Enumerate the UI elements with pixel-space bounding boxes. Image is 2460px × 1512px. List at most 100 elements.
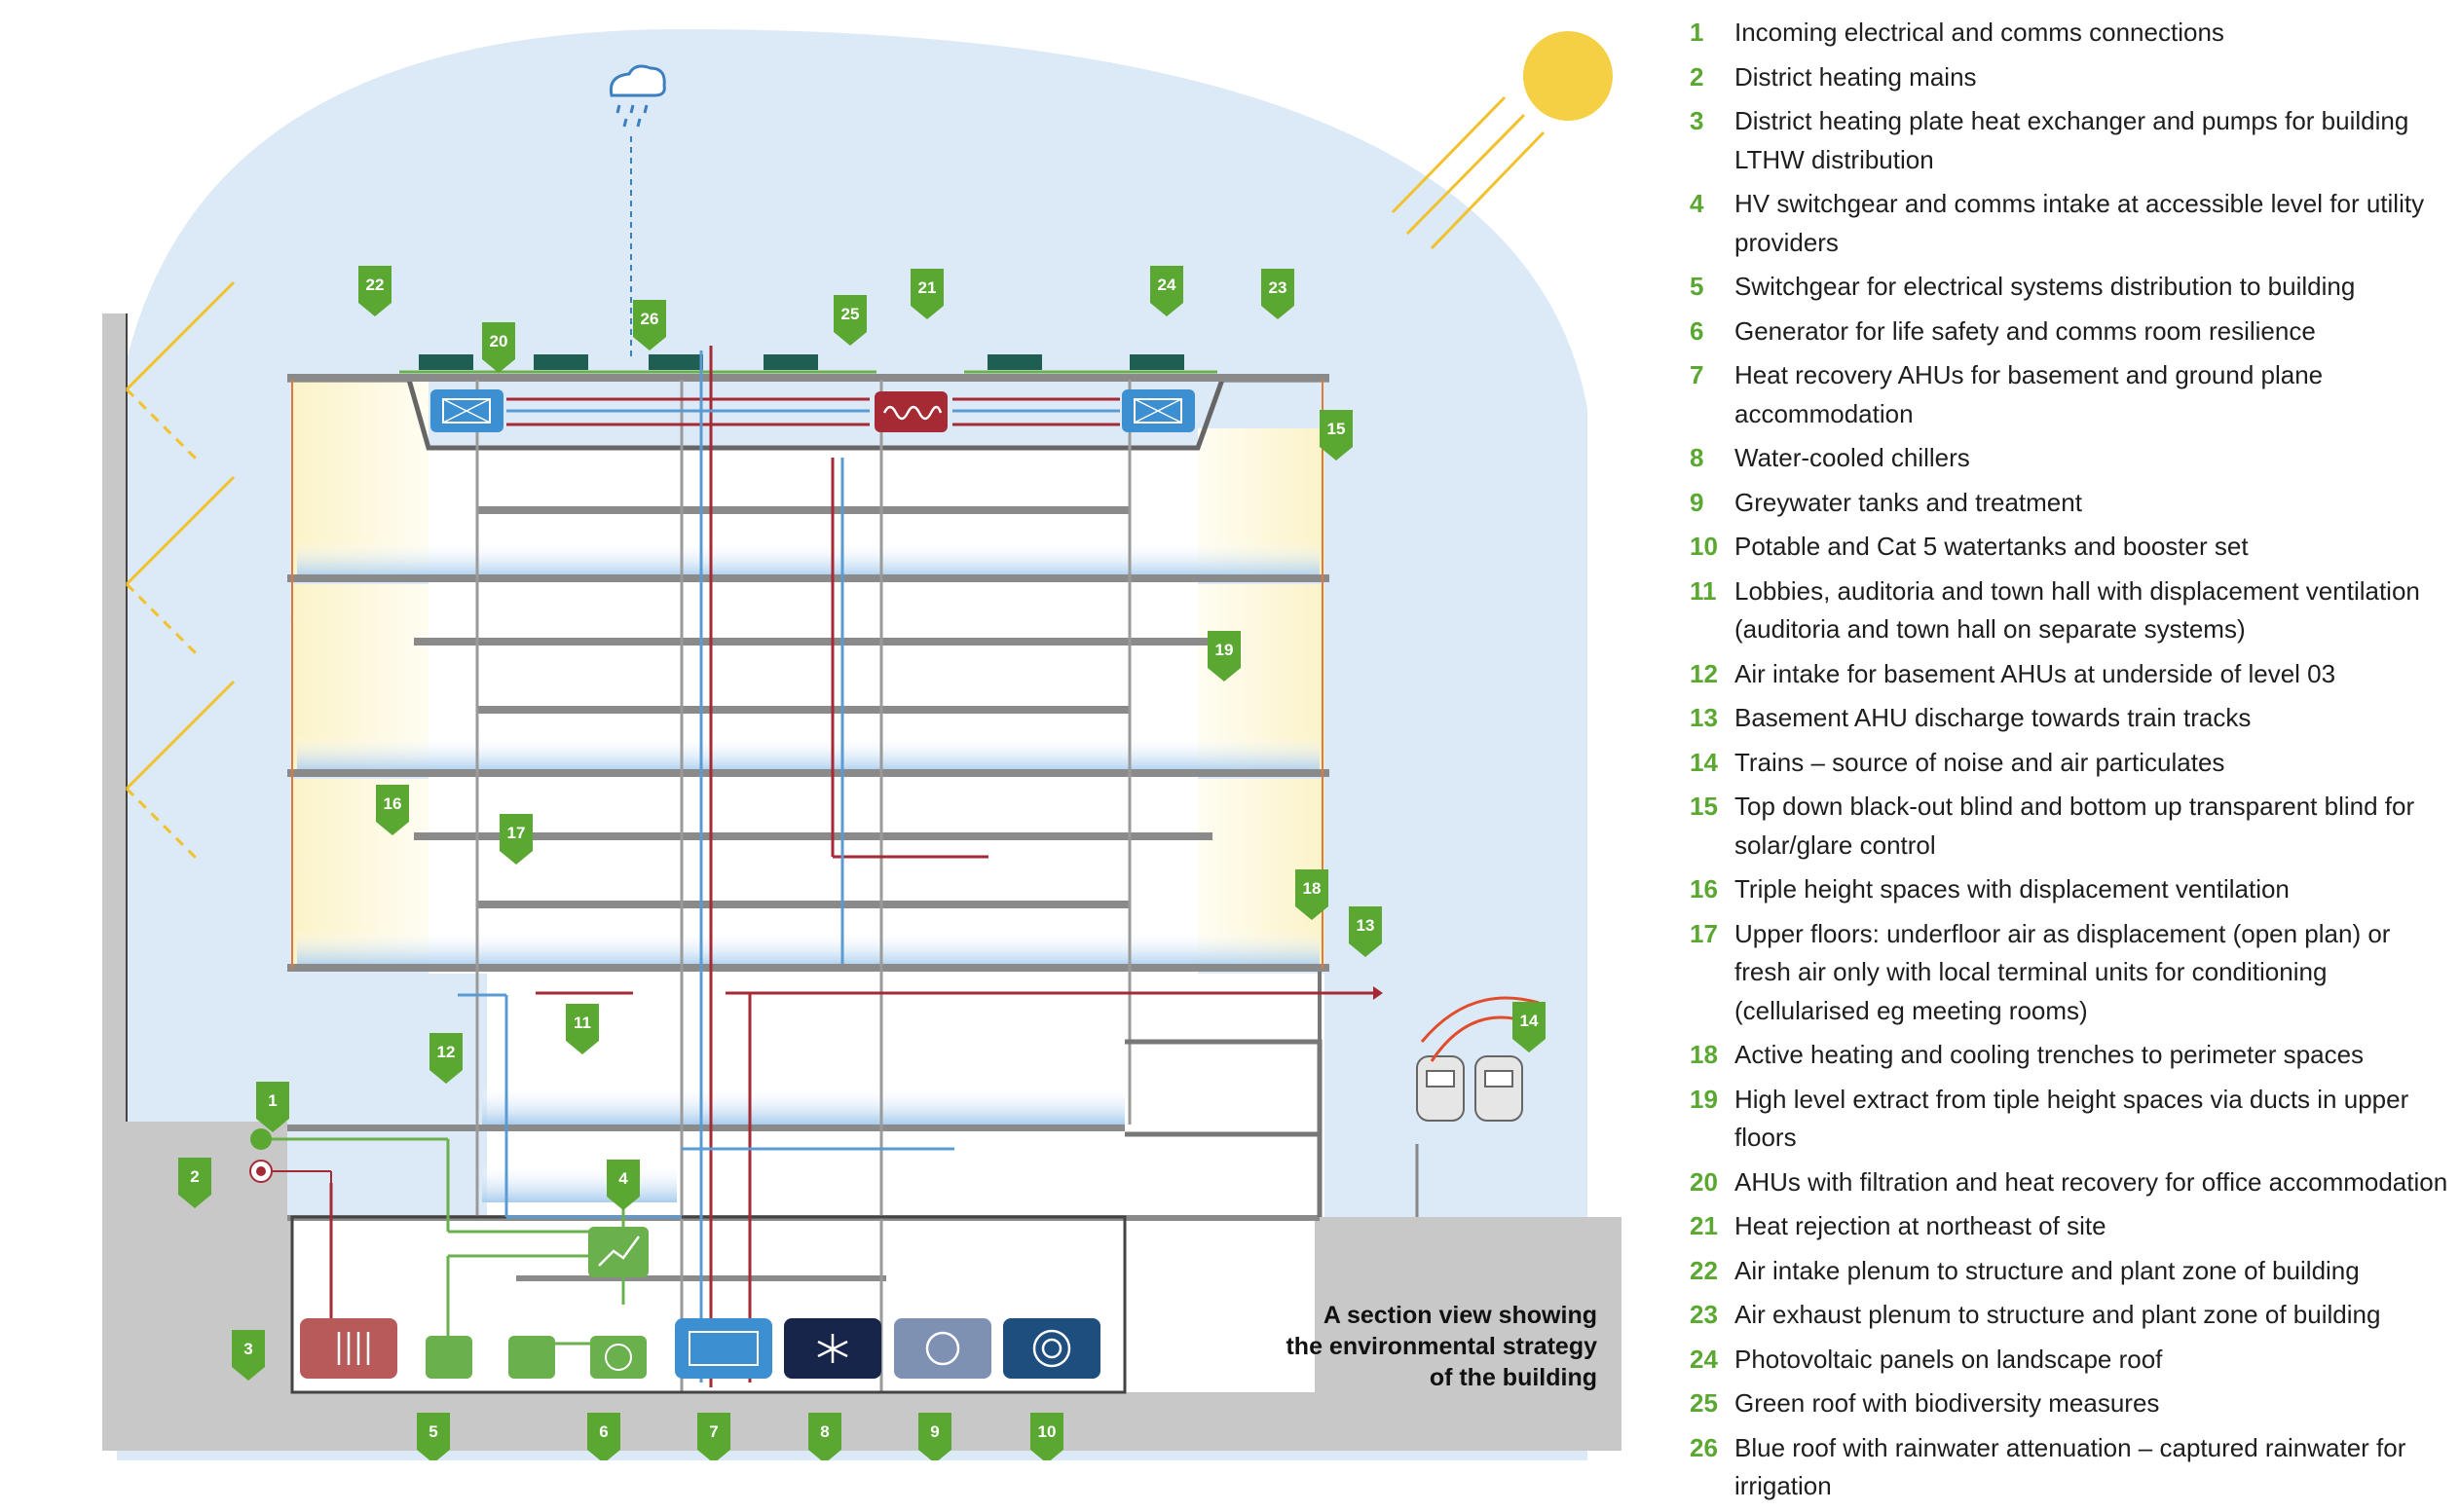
tag-label: 13	[1357, 916, 1375, 935]
tag-21: 21	[911, 269, 944, 319]
basement-plant	[300, 1227, 1100, 1379]
tag-label: 25	[841, 305, 860, 323]
tag-17: 17	[500, 814, 533, 865]
sun-rays	[125, 95, 1546, 791]
tag-2: 2	[178, 1158, 211, 1208]
tag-label: 2	[190, 1167, 199, 1186]
legend-text: Trains – source of noise and air particu…	[1734, 747, 2225, 777]
incoming-electrical-icon	[250, 1128, 272, 1150]
tag-label: 9	[930, 1422, 939, 1441]
legend-text: Switchgear for electrical systems distri…	[1734, 272, 2356, 301]
legend-item: 18 Active heating and cooling trenches to…	[1690, 1036, 2449, 1075]
legend-number: 6	[1690, 315, 1704, 346]
tag-8: 8	[808, 1413, 841, 1460]
tag-25: 25	[834, 295, 867, 346]
tag-label: 1	[268, 1091, 277, 1110]
sun-icon	[1523, 31, 1613, 121]
tag-3: 3	[232, 1330, 265, 1381]
legend-text: Incoming electrical and comms connection…	[1734, 18, 2224, 47]
train-icon	[1415, 996, 1540, 1217]
lines-red-heating	[273, 1170, 332, 1324]
legend-text: Air intake for basement AHUs at undersid…	[1734, 658, 2336, 688]
diagram-caption: A section view showing the environmental…	[1208, 1300, 1597, 1393]
legend-number: 14	[1690, 747, 1718, 777]
tag-11: 11	[566, 1004, 599, 1054]
neighbour-wall	[102, 313, 127, 1122]
legend-text: Potable and Cat 5 watertanks and booster…	[1734, 532, 2249, 561]
legend-list: 1 Incoming electrical and comms connectio…	[1690, 14, 2449, 1512]
legend-item: 22 Air intake plenum to structure and pla…	[1690, 1252, 2449, 1291]
legend-text: Lobbies, auditoria and town hall with di…	[1734, 575, 2420, 645]
legend-item: 10 Potable and Cat 5 watertanks and boost…	[1690, 528, 2449, 567]
tag-label: 22	[366, 276, 385, 294]
legend-text: HV switchgear and comms intake at access…	[1734, 189, 2425, 257]
legend-number: 1	[1690, 18, 1704, 47]
legend-text: High level extract from tiple height spa…	[1734, 1084, 2409, 1153]
tag-label: 14	[1520, 1012, 1539, 1030]
ahu-heat-recovery-icon	[430, 389, 503, 432]
legend-number: 12	[1690, 658, 1718, 688]
tag-label: 26	[641, 310, 659, 328]
tag-14: 14	[1512, 1002, 1546, 1052]
legend-text: Air exhaust plenum to structure and plan…	[1734, 1300, 2381, 1329]
legend-item: 1 Incoming electrical and comms connectio…	[1690, 14, 2449, 53]
legend-text: Active heating and cooling trenches to p…	[1734, 1040, 2365, 1069]
legend-number: 19	[1690, 1084, 1718, 1114]
district-heating-icon	[249, 1160, 273, 1183]
legend-number: 10	[1690, 532, 1718, 561]
legend-number: 4	[1690, 189, 1704, 218]
legend-text: Blue roof with rainwater attenuation – c…	[1734, 1432, 2406, 1501]
ahu-heat-recovery-icon-east	[1122, 389, 1195, 432]
tag-label: 15	[1327, 420, 1346, 438]
tag-16: 16	[376, 785, 409, 835]
legend-number: 20	[1690, 1166, 1718, 1197]
building	[287, 374, 1329, 1394]
legend-number: 7	[1690, 360, 1704, 389]
legend-text: Water-cooled chillers	[1734, 443, 1970, 472]
snowflake-chiller-icon	[817, 1334, 848, 1363]
tag-label: 21	[918, 278, 937, 297]
tag-19: 19	[1208, 631, 1241, 682]
legend-number: 17	[1690, 918, 1718, 948]
legend-number: 3	[1690, 106, 1704, 135]
legend-number: 22	[1690, 1255, 1718, 1285]
legend-text: Green roof with biodiversity measures	[1734, 1388, 2160, 1418]
legend-text: Top down black-out blind and bottom up t…	[1734, 792, 2415, 860]
ducts-blue	[458, 350, 1120, 1383]
tag-label: 20	[490, 332, 508, 350]
tag-label: 18	[1303, 879, 1322, 898]
tag-label: 19	[1215, 641, 1234, 659]
tag-23: 23	[1261, 269, 1294, 319]
legend-text: Generator for life safety and comms room…	[1734, 315, 2316, 346]
tag-24: 24	[1150, 266, 1183, 316]
tag-6: 6	[587, 1413, 620, 1460]
legend-text: Air intake plenum to structure and plant…	[1734, 1255, 2360, 1285]
pv-panels	[419, 354, 1184, 370]
legend-number: 16	[1690, 874, 1718, 904]
tag-label: 16	[384, 794, 402, 813]
tag-label: 7	[709, 1422, 718, 1441]
legend-number: 24	[1690, 1344, 1718, 1374]
tag-label: 5	[429, 1422, 437, 1441]
legend-number: 13	[1690, 703, 1718, 732]
caption-line-3: of the building	[1429, 1364, 1597, 1391]
legend-item: 20 AHUs with filtration and heat recovery…	[1690, 1163, 2449, 1202]
legend-text: AHUs with filtration and heat recovery f…	[1734, 1166, 2448, 1197]
legend-number: 2	[1690, 61, 1704, 92]
tag-18: 18	[1295, 869, 1328, 920]
legend-number: 18	[1690, 1040, 1718, 1069]
legend-text: Heat rejection at northeast of site	[1734, 1211, 2106, 1240]
tag-label: 6	[599, 1422, 608, 1441]
tag-1: 1	[256, 1082, 289, 1132]
tag-label: 11	[574, 1014, 591, 1032]
